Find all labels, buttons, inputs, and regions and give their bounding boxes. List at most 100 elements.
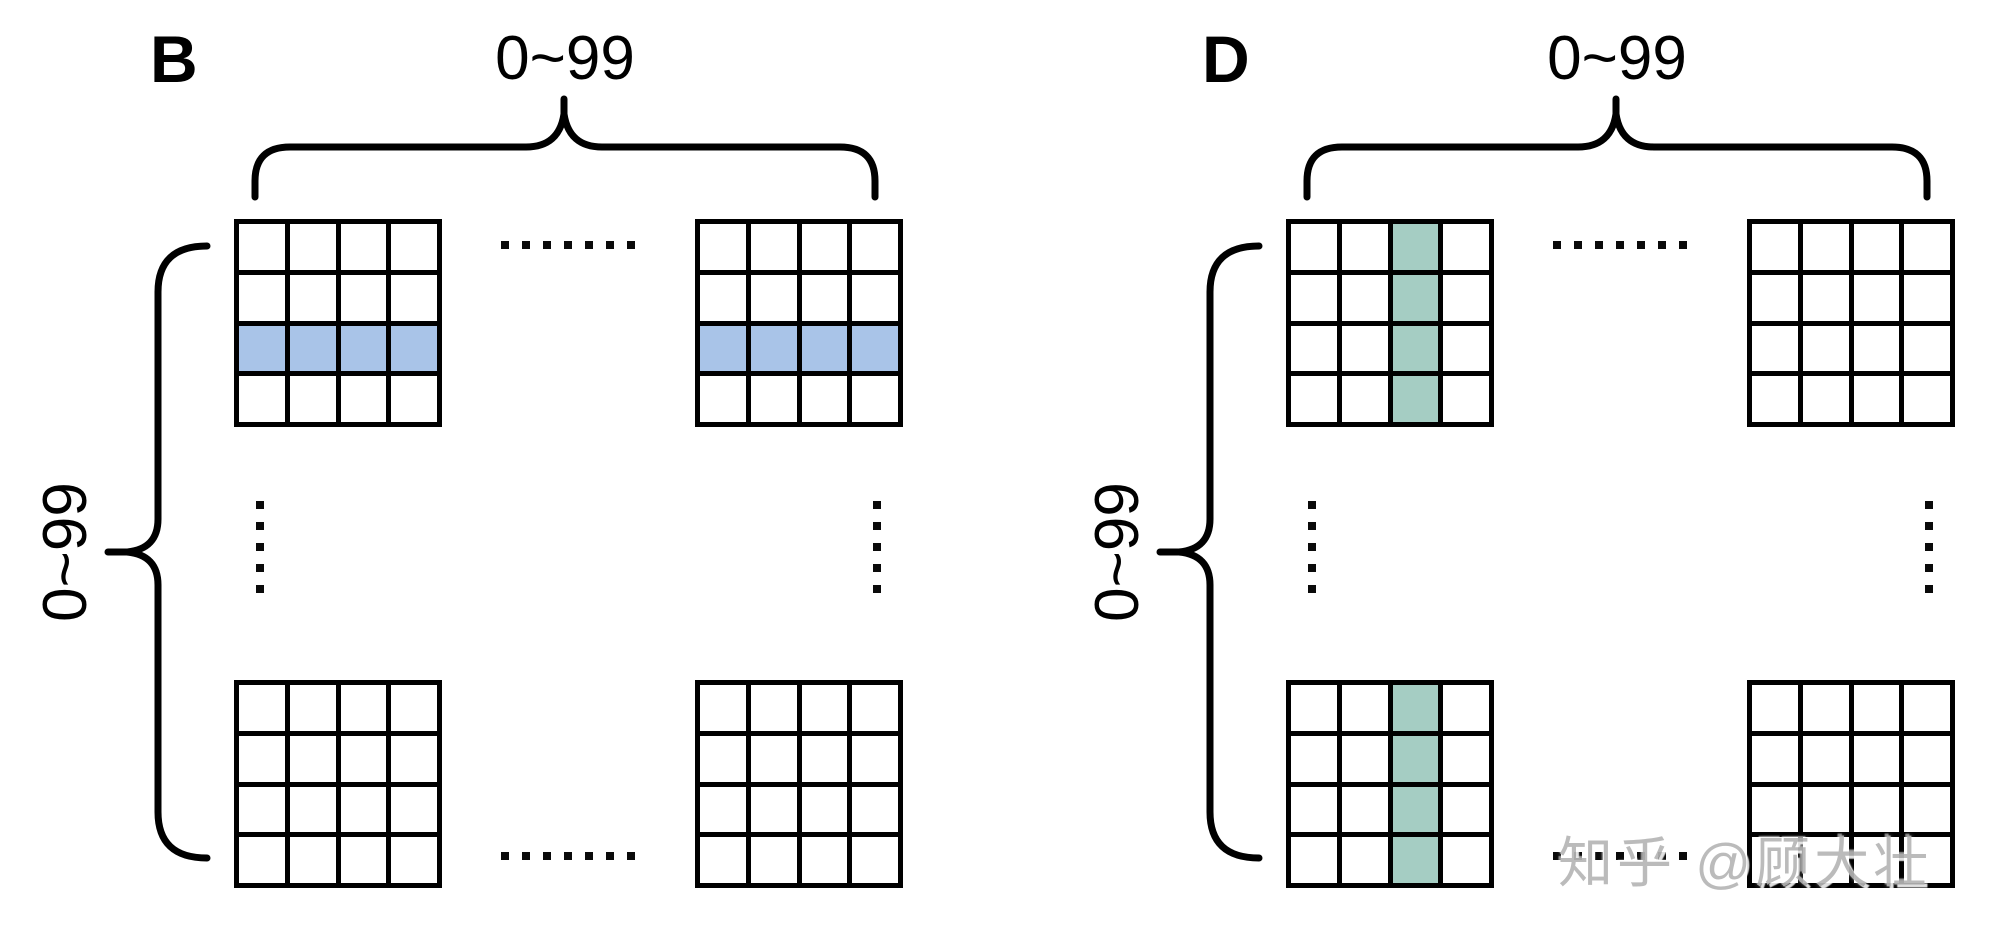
ellipsis-dot xyxy=(627,852,635,860)
grid-cell xyxy=(1291,786,1337,833)
grid-cell xyxy=(1752,685,1798,731)
row-range-label-B: 0~99 xyxy=(31,482,100,622)
top-brace-B xyxy=(251,95,879,201)
grid-cell xyxy=(289,376,336,422)
ellipsis-dot xyxy=(1308,585,1316,593)
grid-cell xyxy=(1392,224,1439,270)
panel-label-B: B xyxy=(150,22,198,96)
ellipsis-dot xyxy=(1925,522,1933,530)
grid-cell xyxy=(391,376,437,422)
grid-cell xyxy=(391,685,437,731)
grid-cell xyxy=(1341,786,1388,833)
grid-cell xyxy=(700,735,746,782)
grid-cell xyxy=(391,735,437,782)
ellipsis-dot xyxy=(256,522,264,530)
ellipsis-dot xyxy=(256,564,264,572)
grid-cell xyxy=(340,274,387,321)
grid-cell xyxy=(289,685,336,731)
top-brace-D xyxy=(1303,95,1931,201)
grid-cell xyxy=(1443,685,1489,731)
ellipsis-dot xyxy=(1925,585,1933,593)
ellipsis-dot xyxy=(256,585,264,593)
ellipsis-vertical-D-left xyxy=(1308,501,1316,593)
grid-cell xyxy=(1291,376,1337,422)
ellipsis-dot xyxy=(1308,501,1316,509)
grid-cell xyxy=(750,786,797,833)
ellipsis-dot xyxy=(1308,543,1316,551)
grid-cell xyxy=(801,735,848,782)
grid-cell xyxy=(1802,837,1849,883)
ellipsis-dot xyxy=(1679,852,1687,860)
matrix-grid-B-top-right xyxy=(695,219,903,427)
grid-cell xyxy=(1341,274,1388,321)
grid-cell xyxy=(1341,735,1388,782)
grid-cell xyxy=(852,685,898,731)
matrix-grid-D-bottom-left xyxy=(1286,680,1494,888)
ellipsis-dot xyxy=(1616,241,1624,249)
grid-cell xyxy=(750,376,797,422)
grid-cell xyxy=(391,274,437,321)
grid-cell xyxy=(1392,325,1439,372)
grid-cell xyxy=(1291,685,1337,731)
grid-cell xyxy=(340,786,387,833)
grid-cell xyxy=(1904,786,1950,833)
ellipsis-dot xyxy=(256,543,264,551)
ellipsis-dot xyxy=(564,241,572,249)
ellipsis-dot xyxy=(873,522,881,530)
grid-cell xyxy=(1291,735,1337,782)
grid-cell xyxy=(852,735,898,782)
ellipsis-dot xyxy=(501,852,509,860)
grid-cell xyxy=(239,376,285,422)
matrix-grid-B-top-left xyxy=(234,219,442,427)
ellipsis-dot xyxy=(522,241,530,249)
grid-cell xyxy=(340,837,387,883)
grid-cell xyxy=(1853,735,1900,782)
grid-cell xyxy=(1443,224,1489,270)
ellipsis-vertical-B-right xyxy=(873,501,881,593)
ellipsis-dot xyxy=(873,501,881,509)
ellipsis-dot xyxy=(1595,241,1603,249)
grid-cell xyxy=(1904,837,1950,883)
grid-cell xyxy=(1904,224,1950,270)
grid-cell xyxy=(1853,685,1900,731)
grid-cell xyxy=(1752,376,1798,422)
grid-cell xyxy=(750,685,797,731)
grid-cell xyxy=(1904,325,1950,372)
ellipsis-horizontal-B-bottom xyxy=(501,852,635,860)
grid-cell xyxy=(340,376,387,422)
grid-cell xyxy=(1752,325,1798,372)
grid-cell xyxy=(1752,274,1798,321)
grid-cell xyxy=(1802,224,1849,270)
grid-cell xyxy=(700,224,746,270)
ellipsis-dot xyxy=(1637,241,1645,249)
row-range-label-D: 0~99 xyxy=(1083,482,1152,622)
grid-cell xyxy=(340,735,387,782)
ellipsis-dot xyxy=(543,852,551,860)
grid-cell xyxy=(289,325,336,372)
grid-cell xyxy=(1853,786,1900,833)
grid-cell xyxy=(1291,325,1337,372)
grid-cell xyxy=(1802,735,1849,782)
ellipsis-dot xyxy=(585,852,593,860)
ellipsis-dot xyxy=(1574,852,1582,860)
grid-cell xyxy=(1802,274,1849,321)
ellipsis-vertical-D-right xyxy=(1925,501,1933,593)
ellipsis-dot xyxy=(606,852,614,860)
ellipsis-dot xyxy=(627,241,635,249)
matrix-grid-B-bottom-right xyxy=(695,680,903,888)
grid-cell xyxy=(391,837,437,883)
grid-cell xyxy=(1904,376,1950,422)
ellipsis-dot xyxy=(501,241,509,249)
ellipsis-dot xyxy=(522,852,530,860)
grid-cell xyxy=(801,685,848,731)
grid-cell xyxy=(239,786,285,833)
grid-cell xyxy=(1341,837,1388,883)
grid-cell xyxy=(391,325,437,372)
grid-cell xyxy=(239,685,285,731)
grid-cell xyxy=(1291,274,1337,321)
col-range-label-D: 0~99 xyxy=(1547,24,1687,93)
grid-cell xyxy=(1341,376,1388,422)
ellipsis-dot xyxy=(1595,852,1603,860)
grid-cell xyxy=(1392,735,1439,782)
